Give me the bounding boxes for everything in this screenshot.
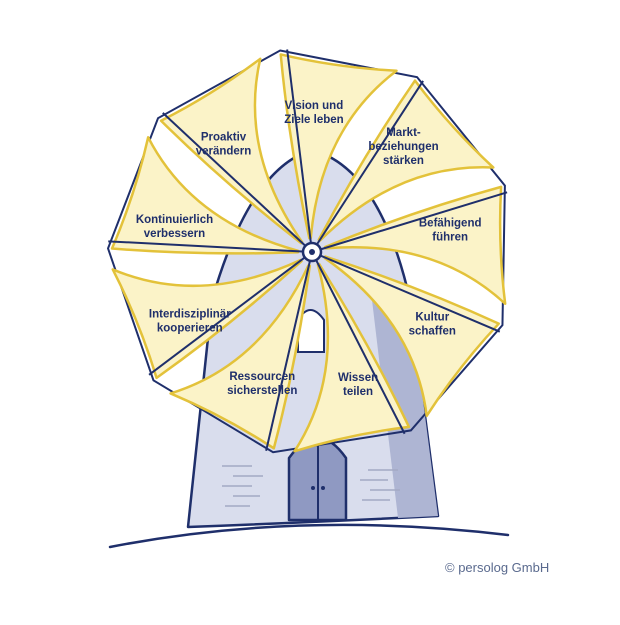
sail-label-line: Ziele leben — [284, 114, 343, 126]
sail-label-line: teilen — [343, 386, 373, 398]
sail-spar — [311, 251, 501, 333]
sail-spar — [148, 251, 313, 376]
sail-label-line: sicherstellen — [227, 385, 297, 397]
sail-label-line: verändern — [196, 146, 252, 158]
sail-markt — [317, 79, 495, 242]
sail-spar — [311, 80, 424, 253]
sail-kontinuierlich — [110, 136, 300, 255]
sail-label-line: Kontinuierlich — [136, 214, 213, 226]
sail-label-line: schaffen — [409, 326, 456, 338]
sail-label-line: stärken — [383, 155, 424, 167]
sail-label-line: Wissen — [338, 372, 378, 384]
sail-label-line: Ressourcen — [229, 371, 295, 383]
sail-spar — [286, 49, 313, 253]
brick-marks — [222, 465, 400, 507]
sail-label-line: verbessern — [144, 228, 205, 240]
door — [287, 436, 348, 522]
sail-label-line: Befähigend — [419, 218, 482, 230]
sail-label-line: kooperieren — [157, 322, 223, 334]
sail-wissen — [293, 262, 411, 453]
sail-spar — [265, 251, 313, 451]
sail-vision — [279, 53, 398, 240]
sail-befaehigend — [323, 185, 507, 306]
sail-spar — [108, 240, 313, 253]
sail-spar — [311, 251, 406, 435]
tower-shadow — [372, 300, 438, 518]
hub-center — [309, 249, 315, 255]
sail-label-line: beziehungen — [368, 141, 438, 153]
copyright-notice: © persolog GmbH — [445, 560, 550, 575]
sail-ressourcen — [169, 264, 312, 450]
ground-line — [108, 523, 510, 549]
sail-spar — [311, 191, 508, 253]
sail-interdisziplinaer — [111, 258, 303, 380]
sail-label-line: Interdisziplinär — [149, 308, 231, 320]
sail-label-line: führen — [432, 232, 468, 244]
sail-label-line: Markt- — [386, 127, 421, 139]
sail-rim — [106, 49, 506, 454]
sail-label-line: Kultur — [415, 312, 449, 324]
sail-spar — [162, 112, 313, 253]
sail-label-line: Proaktiv — [201, 132, 247, 144]
sail-kultur — [323, 255, 500, 418]
sail-proaktiv — [159, 57, 304, 245]
sail-label-line: Vision und — [285, 100, 344, 112]
